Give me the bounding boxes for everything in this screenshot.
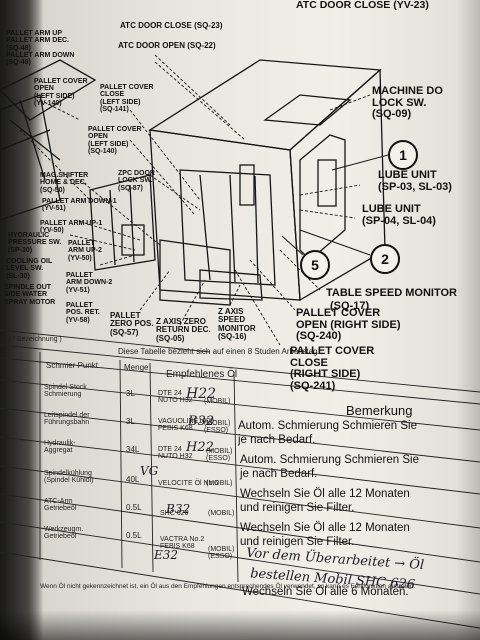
row-2-brand: (MOBIL) (ESSO) (206, 448, 233, 463)
table-note: Diese Tabelle bezieht sich auf einen 8 S… (118, 347, 320, 356)
label-table-speed-monitor: TABLE SPEED MONITOR (326, 287, 457, 299)
header-bemerkung: Bemerkung (346, 403, 413, 418)
label-lube-unit-1: LUBE UNIT(SP-03, SL-03) (378, 169, 452, 193)
handwriting-h22-a: H22 (186, 386, 217, 402)
label-atc-door-open-sq: ATC DOOR OPEN (SQ-22) (118, 41, 216, 50)
row-2-qty: 34L (126, 445, 140, 454)
row-1-qty: 3L (126, 417, 135, 426)
row-4-qty: 0.5L (126, 503, 142, 512)
callout-number-5: 5 (300, 250, 330, 280)
row-3-qty: 40L (126, 475, 140, 484)
label-pallet-arm-down-1: PALLET ARM DOWN-1(YV-51) (42, 198, 117, 213)
row-0-qty: 3L (126, 389, 135, 398)
remark-line-4: Wechseln Sie Öl alle 12 Monaten (240, 488, 410, 500)
remark-line-1: je nach Bedarf. (238, 434, 316, 446)
table-footer-note: Wenn Öl nicht gekennzeichnet ist, ein Öl… (40, 583, 416, 590)
handwriting-b32: B32 (188, 414, 215, 429)
callout-number-2: 2 (370, 244, 400, 274)
row-5-qty: 0.5L (126, 531, 142, 540)
remark-line-8: Wechseln Sie Öl alle 6 Monaten. (242, 586, 409, 598)
table-legend: (* Bezeichnung ) (10, 336, 62, 343)
handwriting-vg: VG (140, 464, 159, 478)
row-5-point: Werkzeugm.Getriebeöl (44, 526, 84, 541)
label-lube-unit-2: LUBE UNIT(SP-04, SL-04) (362, 203, 436, 227)
label-atc-door-close-yv: ATC DOOR CLOSE (YV-23) (296, 0, 429, 11)
remark-line-5: und reinigen Sie Filter. (240, 502, 355, 514)
remark-line-6: Wechseln Sie Öl alle 12 Monaten (240, 522, 410, 534)
label-atc-door-close-sq: ATC DOOR CLOSE (SQ-23) (120, 21, 223, 30)
row-5-brand: (MOBIL) (ESSO) (208, 546, 235, 561)
handwriting-h22-b: H22 (186, 440, 214, 455)
remark-line-0: Autom. Schmierung Schmieren Sie (238, 420, 417, 432)
handwriting-b32-b: B32 (166, 502, 191, 516)
remark-line-7: und reinigen Sie Filter. (240, 536, 355, 548)
row-2-point: Hydraulik-Aggregat (44, 440, 76, 455)
header-empfehlenes-oel: Empfehlenes Öl (166, 369, 238, 380)
row-3-brand: (MOBIL) (206, 480, 233, 487)
bottom-shadow (0, 610, 480, 640)
header-schmier-punkt: Schmier Punkt (46, 361, 99, 370)
header-menge: Menge (124, 363, 149, 372)
row-3-oil: VELOCITE Öl No.6 (158, 480, 219, 487)
remark-line-2: Autom. Schmierung Schmieren Sie (240, 454, 419, 466)
label-table-speed-code: (SQ-17) (330, 300, 370, 312)
row-4-oil: SHC 626 (160, 510, 189, 517)
remark-line-3: je nach Bedarf. (240, 468, 318, 480)
row-3-point: Spindelkühlung(Spindel Kühlöl) (44, 470, 94, 485)
row-0-brand: (MOBIL) (204, 398, 231, 405)
label-pallet-arm-up-1: PALLET ARM UP-1(YV-50) (40, 220, 103, 235)
row-4-brand: (MOBIL) (208, 510, 235, 517)
callout-number-1: 1 (388, 140, 418, 170)
handwriting-e32: E32 (154, 548, 179, 562)
row-1-brand: (MOBIL) (ESSO) (204, 420, 231, 435)
